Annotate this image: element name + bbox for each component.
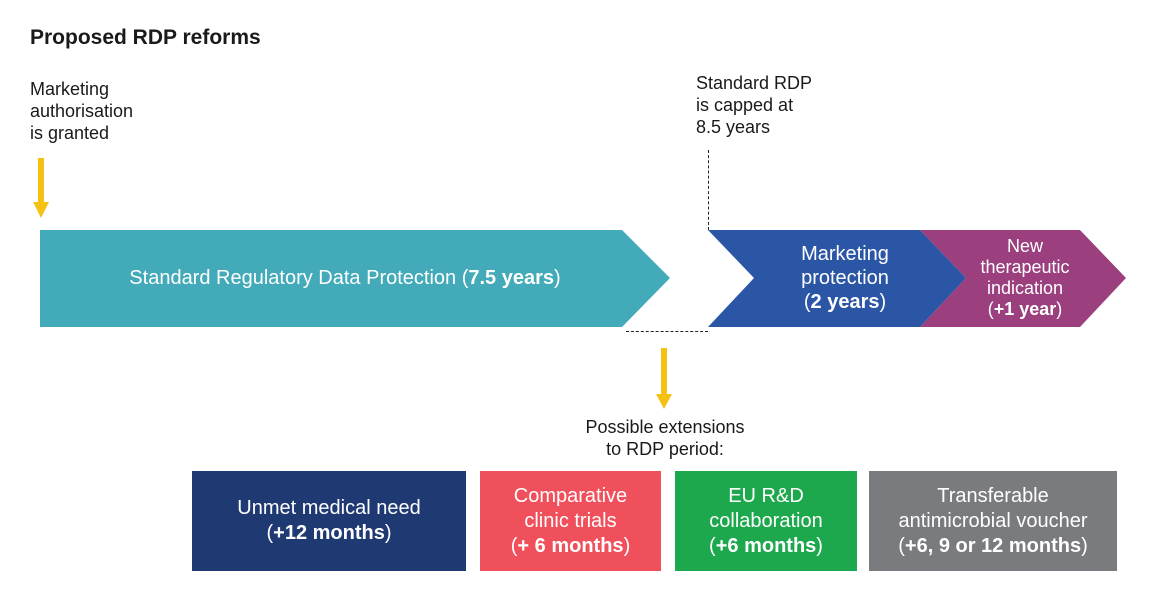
- extension-open: (: [898, 534, 905, 557]
- extension-duration: +12 months: [273, 522, 385, 544]
- extension-box-unmet-need: Unmet medical need (+12 months): [192, 471, 466, 571]
- start-note-line: Marketing: [30, 79, 110, 99]
- extension-close: ): [623, 534, 631, 557]
- extensions-note-line: Possible extensions: [585, 417, 745, 437]
- marketing-protection-line: protection: [801, 267, 889, 289]
- standard-rdp-duration: 7.5 years: [468, 267, 555, 289]
- extension-box-comparative-trials: Comparative clinic trials (+ 6 months): [480, 471, 661, 571]
- marketing-protection-chevron: [708, 230, 966, 327]
- down-arrow-icon: [33, 158, 49, 218]
- new-indication-line: therapeutic: [980, 257, 1070, 277]
- extension-duration: + 6 months: [517, 534, 624, 557]
- marketing-protection-label: Marketing protection (2 years): [770, 242, 920, 314]
- standard-rdp-arrow: [40, 230, 670, 327]
- extension-dashed-line: [626, 331, 708, 332]
- new-indication-chevron: [920, 230, 1126, 327]
- extensions-note-line: to RDP period:: [606, 439, 724, 459]
- extension-line: collaboration: [709, 509, 823, 532]
- marketing-protection-close: ): [879, 291, 887, 313]
- extension-close: ): [816, 534, 823, 557]
- marketing-protection-open: (: [803, 291, 811, 313]
- start-note-line: is granted: [30, 123, 110, 143]
- extension-open: (: [709, 534, 716, 557]
- cap-note-line: Standard RDP: [696, 73, 813, 93]
- extension-close: ): [1081, 534, 1088, 557]
- extension-line: Unmet medical need: [237, 497, 421, 519]
- marketing-protection-line: Marketing: [801, 243, 889, 265]
- down-arrow-icon: [656, 348, 672, 409]
- page-title: Proposed RDP reforms: [30, 26, 261, 49]
- standard-rdp-close: ): [554, 267, 561, 289]
- extension-line: Transferable: [937, 484, 1049, 507]
- extension-open: (: [266, 522, 274, 544]
- standard-rdp-label: Standard Regulatory Data Protection (7.5…: [40, 266, 650, 290]
- cap-note: Standard RDP is capped at 8.5 years: [696, 72, 812, 138]
- extension-close: ): [384, 522, 392, 544]
- new-indication-label: New therapeutic indication (+1 year): [960, 236, 1090, 320]
- start-note-line: authorisation: [30, 101, 134, 121]
- extension-line: antimicrobial voucher: [898, 509, 1088, 532]
- extension-duration: +6, 9 or 12 months: [904, 534, 1082, 557]
- new-indication-open: (: [987, 299, 994, 319]
- marketing-protection-duration: 2 years: [810, 291, 880, 313]
- new-indication-line: indication: [986, 278, 1064, 298]
- new-indication-line: New: [1006, 236, 1043, 256]
- new-indication-duration: +1 year: [993, 299, 1057, 319]
- extension-open: (: [510, 534, 518, 557]
- extension-duration: +6 months: [715, 534, 817, 557]
- extension-line: Comparative: [513, 484, 628, 507]
- start-note: Marketing authorisation is granted: [30, 78, 133, 144]
- standard-rdp-text: Standard Regulatory Data Protection (: [129, 267, 469, 289]
- extension-line: EU R&D: [728, 484, 804, 507]
- extension-box-eu-collaboration: EU R&D collaboration (+6 months): [675, 471, 857, 571]
- cap-dashed-line: [708, 150, 709, 230]
- cap-note-line: is capped at: [696, 95, 794, 115]
- extension-line: clinic trials: [524, 509, 617, 532]
- extensions-note: Possible extensions to RDP period:: [560, 416, 770, 460]
- new-indication-close: ): [1056, 299, 1063, 319]
- cap-note-line: 8.5 years: [696, 117, 771, 137]
- extension-box-antimicrobial-voucher: Transferable antimicrobial voucher (+6, …: [869, 471, 1117, 571]
